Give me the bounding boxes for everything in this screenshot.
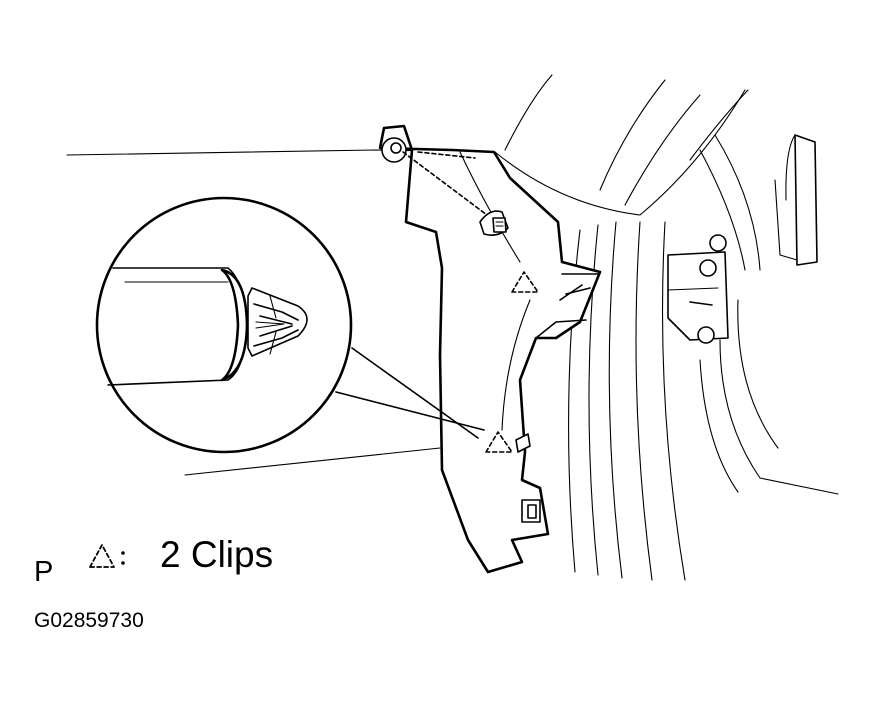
hinge-bolt-middle <box>699 259 717 277</box>
hinge-bolt-upper <box>709 234 727 252</box>
clip-markers <box>485 271 539 453</box>
magnified-clip-detail <box>95 196 353 454</box>
fender-liner-part <box>378 124 602 574</box>
dashed-triangle-clip-icon <box>89 544 125 568</box>
figure-code: G02859730 <box>34 609 144 632</box>
clip-marker-lower <box>485 431 513 453</box>
door-frame-curves <box>568 221 839 581</box>
view-letter: P <box>34 556 54 588</box>
striker-bracket <box>774 134 818 266</box>
callout-leaders <box>184 347 485 476</box>
clip-marker-upper <box>511 271 539 293</box>
body-panel-curves <box>494 74 761 271</box>
legend-clip-count: 2 Clips <box>160 534 274 575</box>
hinge-bolt-lower <box>697 326 715 344</box>
door-hinge-assembly <box>667 234 729 344</box>
bolt-and-guides <box>381 137 509 236</box>
